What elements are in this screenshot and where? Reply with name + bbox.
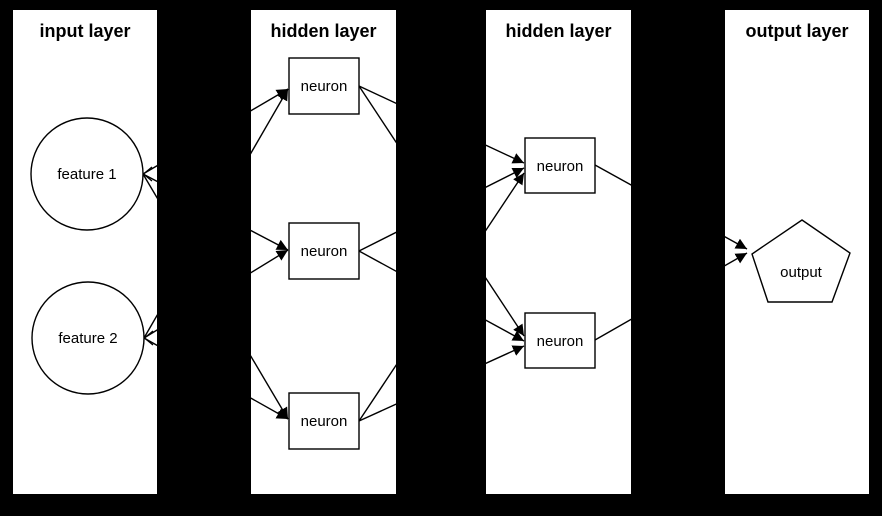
h1-neuron-1-label: neuron	[301, 78, 348, 95]
edge-group	[142, 85, 748, 422]
feature-2-label: feature 2	[58, 330, 117, 347]
edge-feature1-h1n1	[142, 88, 289, 175]
h1-neuron-2-label: neuron	[301, 243, 348, 260]
arrowhead-into-feature2-icon	[143, 330, 154, 346]
edge-feature2-h1n2	[143, 249, 289, 339]
edge-h1n3-h2n2	[358, 345, 525, 422]
h2-neuron-1-label: neuron	[537, 158, 584, 175]
h1-neuron-3-label: neuron	[301, 413, 348, 430]
panel-hidden-layer-2	[486, 10, 631, 494]
edge-feature1-h1n2	[142, 173, 289, 251]
edge-h1n2-h2n1	[358, 167, 525, 252]
edge-feature1-h1n3	[142, 173, 289, 420]
hidden-layer-1-title: hidden layer	[270, 21, 376, 41]
h2-neuron-2-label: neuron	[537, 333, 584, 350]
node-output-pentagon	[751, 219, 851, 303]
hidden-layer-2-title: hidden layer	[505, 21, 611, 41]
edge-h2n1-output	[594, 164, 748, 250]
feature-1-label: feature 1	[57, 166, 116, 183]
edge-feature2-h1n3	[143, 337, 289, 420]
panel-input-layer	[13, 10, 157, 494]
node-h1-neuron-3	[288, 392, 360, 450]
output-label: output	[780, 264, 823, 281]
node-h1-neuron-1	[288, 57, 360, 115]
edge-feature2-h1n1	[143, 88, 289, 339]
edge-h1n3-h2n1	[358, 172, 525, 422]
edge-h1n1-h2n1	[358, 85, 525, 164]
node-h2-neuron-2	[524, 312, 596, 369]
edge-h2n2-output	[594, 252, 748, 341]
arrowhead-into-feature1-icon	[142, 166, 153, 182]
edge-h1n1-h2n2	[358, 85, 525, 337]
input-layer-title: input layer	[39, 21, 130, 41]
node-h2-neuron-1	[524, 137, 596, 194]
output-layer-title: output layer	[745, 21, 848, 41]
